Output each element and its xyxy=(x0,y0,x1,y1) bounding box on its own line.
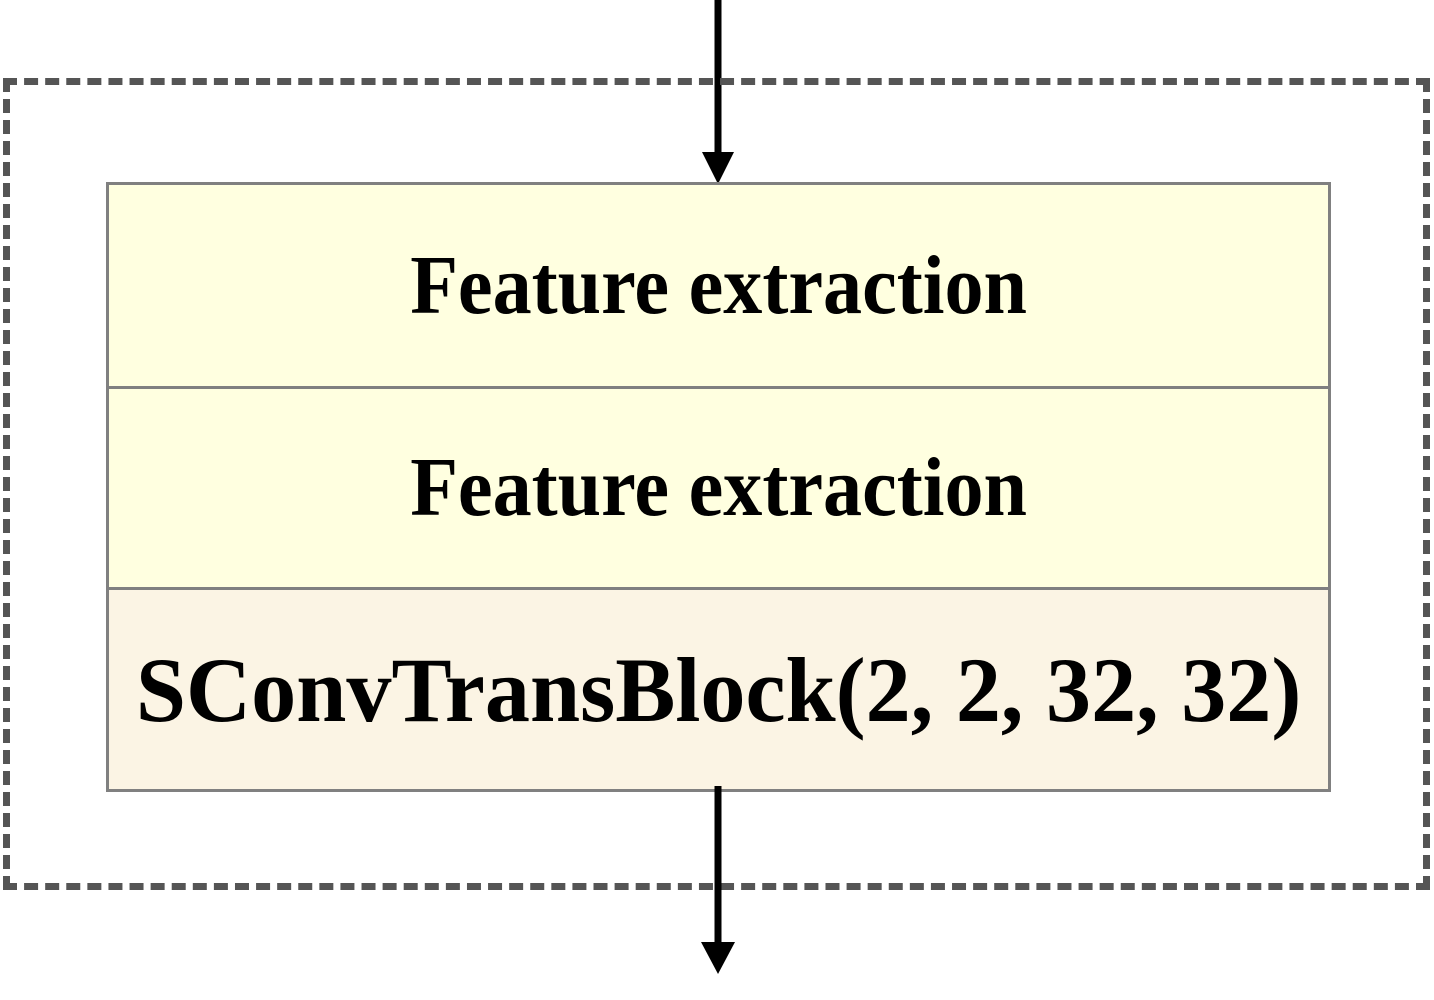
block-label-feature-extraction-2: Feature extraction xyxy=(410,441,1027,534)
block-sconvtransblock[interactable]: SConvTransBlock(2, 2, 32, 32) xyxy=(109,587,1328,789)
block-feature-extraction-2[interactable]: Feature extraction xyxy=(109,386,1328,587)
block-label-sconvtransblock: SConvTransBlock(2, 2, 32, 32) xyxy=(135,638,1302,741)
block-stack: Feature extraction Feature extraction SC… xyxy=(106,182,1331,792)
block-label-feature-extraction-1: Feature extraction xyxy=(410,238,1027,332)
block-feature-extraction-1[interactable]: Feature extraction xyxy=(109,185,1328,386)
